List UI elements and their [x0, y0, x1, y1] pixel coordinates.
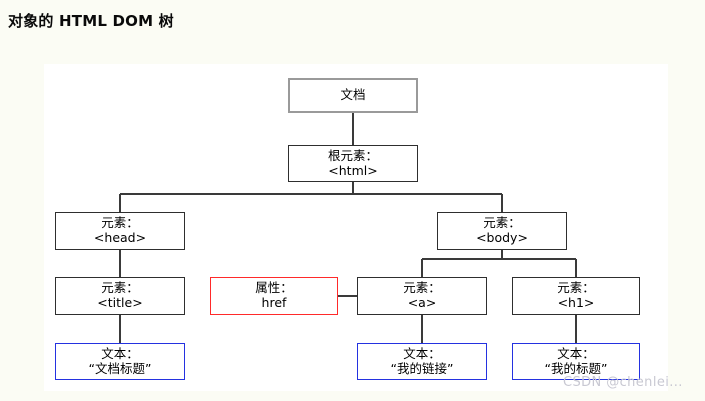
csdn-watermark: CSDN @chenlei...: [563, 375, 683, 390]
node-a-line1: 元素：: [403, 280, 441, 296]
node-body-line2: <body>: [476, 230, 528, 245]
node-href-line2: href: [261, 295, 287, 310]
node-html[interactable]: 根元素： <html>: [288, 145, 418, 182]
node-text3-line1: 文本：: [557, 345, 595, 361]
node-head-line2: <head>: [93, 230, 147, 245]
page-title: 对象的 HTML DOM 树: [8, 12, 174, 30]
node-href-line1: 属性：: [255, 280, 293, 296]
node-html-line1: 根元素：: [327, 147, 378, 163]
node-h1-line1: 元素：: [557, 280, 595, 296]
node-document[interactable]: 文档: [288, 78, 418, 113]
node-a[interactable]: 元素： <a>: [357, 277, 487, 315]
node-head[interactable]: 元素： <head>: [55, 212, 185, 250]
node-text-my-heading[interactable]: 文本： “我的标题”: [512, 343, 640, 380]
node-text2-line1: 文本：: [403, 345, 441, 361]
node-text-document-title[interactable]: 文本： “文档标题”: [55, 343, 185, 380]
node-text1-line1: 文本：: [101, 345, 139, 361]
node-body-line1: 元素：: [483, 215, 521, 231]
node-h1-line2: <h1>: [557, 295, 595, 310]
node-text-my-link[interactable]: 文本： “我的链接”: [357, 343, 487, 380]
node-text1-line2: “文档标题”: [88, 360, 152, 376]
node-text3-line2: “我的标题”: [544, 360, 608, 376]
node-text2-line2: “我的链接”: [390, 360, 454, 376]
node-body[interactable]: 元素： <body>: [437, 212, 567, 250]
node-document-line1: 文档: [340, 87, 366, 103]
node-title-line1: 元素：: [101, 280, 139, 296]
node-href-attribute[interactable]: 属性： href: [210, 277, 338, 315]
node-a-line2: <a>: [407, 295, 437, 310]
node-h1[interactable]: 元素： <h1>: [512, 277, 640, 315]
node-html-line2: <html>: [328, 162, 378, 178]
node-title[interactable]: 元素： <title>: [55, 277, 185, 315]
node-head-line1: 元素：: [101, 215, 139, 231]
node-title-line2: <title>: [97, 295, 143, 310]
